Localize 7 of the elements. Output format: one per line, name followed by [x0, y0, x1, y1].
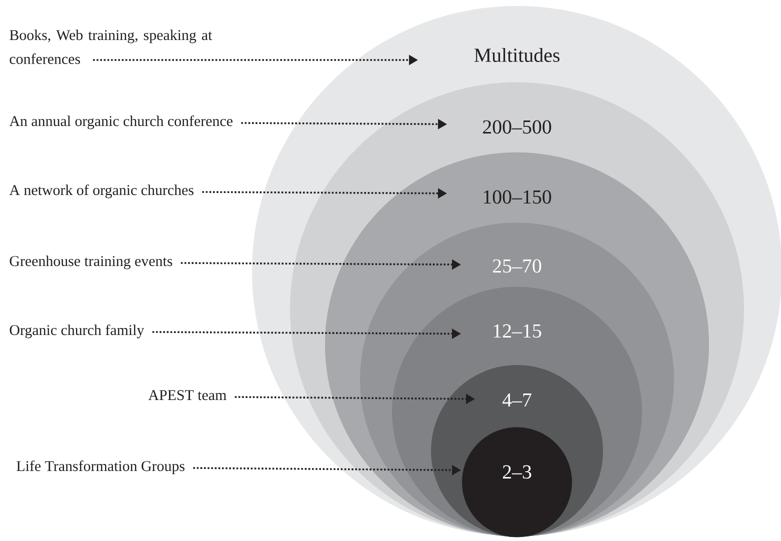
- label-text: Greenhouse training events: [10, 256, 172, 270]
- label-text: APEST team: [148, 390, 226, 400]
- label-text: A network of organic churches: [9, 184, 194, 198]
- label-text: Books, Web training, speaking at conferences: [10, 30, 212, 64]
- label-text: Life Transformation Groups: [16, 460, 184, 474]
- label-text: Organic church family: [10, 324, 144, 338]
- label-text: An annual organic church conference: [9, 115, 232, 130]
